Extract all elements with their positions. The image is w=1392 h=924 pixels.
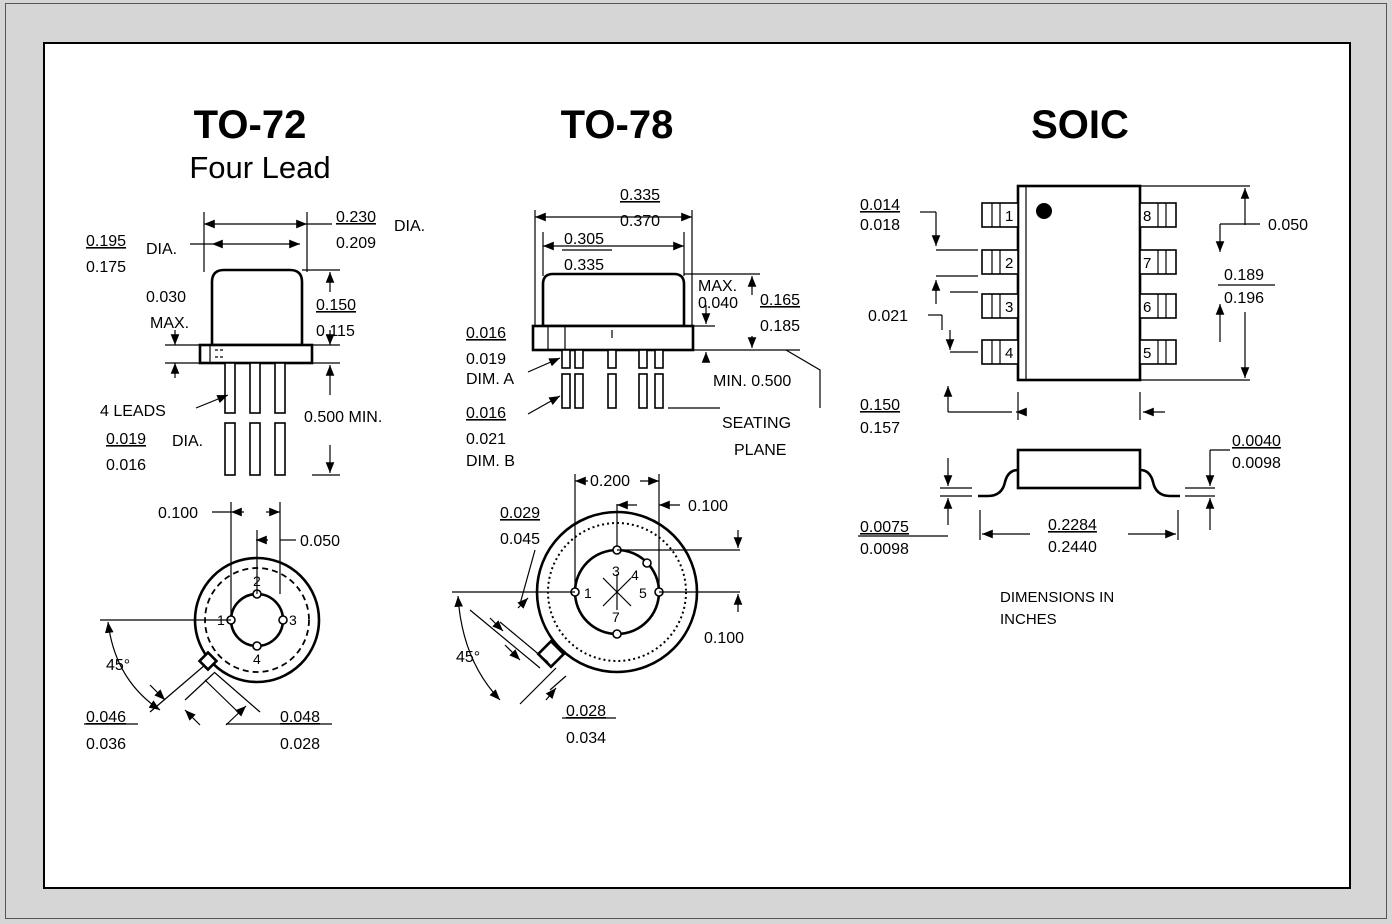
- to72-flange: [198, 343, 314, 365]
- soic-side-view: [978, 448, 1180, 498]
- to72-dia-label-2: DIA.: [146, 241, 177, 258]
- to72-tab-b-2: 0.028: [280, 736, 320, 753]
- to72-pin-4: 4: [253, 651, 261, 667]
- to78-outer-dim-b: 0.370: [620, 213, 660, 230]
- to72-pitch-a: 0.100: [158, 505, 198, 522]
- soic-span-b: 0.2440: [1048, 539, 1097, 556]
- to78-flange: [531, 324, 695, 352]
- to72-cap-top-dim-b: 0.209: [336, 235, 376, 252]
- to72-cap-dim-a: 0.195: [86, 233, 126, 250]
- to78-title: TO-78: [561, 103, 674, 147]
- to78-seating-1: SEATING: [722, 415, 791, 432]
- soic-right-leads: [1139, 202, 1177, 365]
- to78-pin-7: 7: [612, 609, 620, 625]
- soic-width-a: 0.150: [860, 397, 900, 414]
- soic-body: [1016, 184, 1142, 382]
- soic-span-a: 0.2284: [1048, 517, 1097, 534]
- soic-thick-a: 0.0075: [860, 519, 909, 536]
- soic-pitch: 0.050: [1268, 217, 1308, 234]
- to72-dia-label-3: DIA.: [172, 433, 203, 450]
- to78-tab-a-2: 0.045: [500, 531, 540, 548]
- to72-flange-dim-b: MAX.: [150, 315, 189, 332]
- soic-len-a: 0.189: [1224, 267, 1264, 284]
- to78-max-a: MAX.: [698, 278, 737, 295]
- soic-len-b: 0.196: [1224, 290, 1264, 307]
- to72-cap-top-dim-a: 0.230: [336, 209, 376, 226]
- to78-right-dim: 0.100: [704, 630, 744, 647]
- to78-dimB-2: 0.021: [466, 431, 506, 448]
- to78-section: TO-78 0.335 0.370 0.305 0.335: [452, 103, 821, 747]
- to72-tab-b-1: 0.048: [280, 709, 320, 726]
- to72-can-body: [210, 268, 304, 347]
- to78-height-a: 0.165: [760, 292, 800, 309]
- to72-dia-label-1: DIA.: [394, 218, 425, 235]
- to78-tab-b-2: 0.034: [566, 730, 606, 747]
- to72-lead-dia-b: 0.016: [106, 457, 146, 474]
- to78-pin-5: 5: [639, 585, 647, 601]
- to78-min-label: MIN. 0.500: [713, 373, 791, 390]
- soic-note-1: DIMENSIONS IN: [1000, 589, 1114, 606]
- soic-lead-w-b: 0.018: [860, 217, 900, 234]
- to72-pitch-b: 0.050: [300, 533, 340, 550]
- soic-pin-6: 6: [1143, 299, 1151, 316]
- soic-pin-3: 3: [1005, 299, 1013, 316]
- to72-lead-length: 0.500 MIN.: [304, 409, 382, 426]
- soic-width-b: 0.157: [860, 420, 900, 437]
- to78-pin-4: 4: [631, 567, 639, 583]
- soic-left-leads: [981, 202, 1019, 365]
- to78-leads: [561, 349, 664, 409]
- soic-lead-w-a: 0.014: [860, 197, 900, 214]
- to78-pin-1: 1: [584, 585, 592, 601]
- to72-height-dim-a: 0.150: [316, 297, 356, 314]
- to78-dimA-1: 0.016: [466, 325, 506, 342]
- soic-pin1-dot: [1036, 203, 1052, 219]
- soic-pin-7: 7: [1143, 255, 1151, 272]
- to78-height-b: 0.185: [760, 318, 800, 335]
- to72-leads: [224, 362, 286, 476]
- to72-tab-a-2: 0.036: [86, 736, 126, 753]
- to78-tab-b-1: 0.028: [566, 703, 606, 720]
- to78-inner-dim-a: 0.305: [564, 231, 604, 248]
- to78-outer-dim-a: 0.335: [620, 187, 660, 204]
- to72-pin-3: 3: [289, 612, 297, 628]
- to78-angle: 45°: [456, 649, 480, 666]
- to72-cap-dim-b: 0.175: [86, 259, 126, 276]
- soic-stand-a: 0.0040: [1232, 433, 1281, 450]
- soic-gap: 0.021: [868, 308, 908, 325]
- soic-thick-b: 0.0098: [860, 541, 909, 558]
- to78-can-body: [541, 272, 686, 328]
- soic-section: SOIC 1 2 3 4: [858, 103, 1308, 628]
- to72-leads-label: 4 LEADS: [100, 403, 166, 420]
- to78-pitch-b: 0.100: [688, 498, 728, 515]
- to78-dimA-label: DIM. A: [466, 371, 514, 388]
- to78-tab-a-1: 0.029: [500, 505, 540, 522]
- to72-flange-dim-a: 0.030: [146, 289, 186, 306]
- to78-dimB-1: 0.016: [466, 405, 506, 422]
- to72-height-dim-b: 0.115: [316, 323, 355, 340]
- to72-section: TO-72 Four Lead 0.230 0.209 DIA. 0.195 0…: [84, 103, 425, 753]
- soic-pin-1: 1: [1005, 208, 1013, 225]
- to72-title: TO-72: [194, 103, 307, 147]
- to72-tab-a-1: 0.046: [86, 709, 126, 726]
- to72-angle: 45°: [106, 657, 130, 674]
- to78-pin-3: 3: [612, 563, 620, 579]
- to72-lead-dia-a: 0.019: [106, 431, 146, 448]
- to78-inner-dim-b: 0.335: [564, 257, 604, 274]
- soic-pin-5: 5: [1143, 345, 1151, 362]
- to78-dimA-2: 0.019: [466, 351, 506, 368]
- soic-note-2: INCHES: [1000, 611, 1057, 628]
- soic-stand-b: 0.0098: [1232, 455, 1281, 472]
- soic-title: SOIC: [1031, 103, 1129, 147]
- soic-pin-4: 4: [1005, 345, 1013, 362]
- to78-pitch-a: 0.200: [590, 473, 630, 490]
- soic-pin-2: 2: [1005, 255, 1013, 272]
- to78-dimB-label: DIM. B: [466, 453, 515, 470]
- to78-seating-2: PLANE: [734, 442, 786, 459]
- soic-pin-8: 8: [1143, 208, 1151, 225]
- to78-max-b: 0.040: [698, 295, 738, 312]
- to72-subtitle: Four Lead: [189, 150, 330, 185]
